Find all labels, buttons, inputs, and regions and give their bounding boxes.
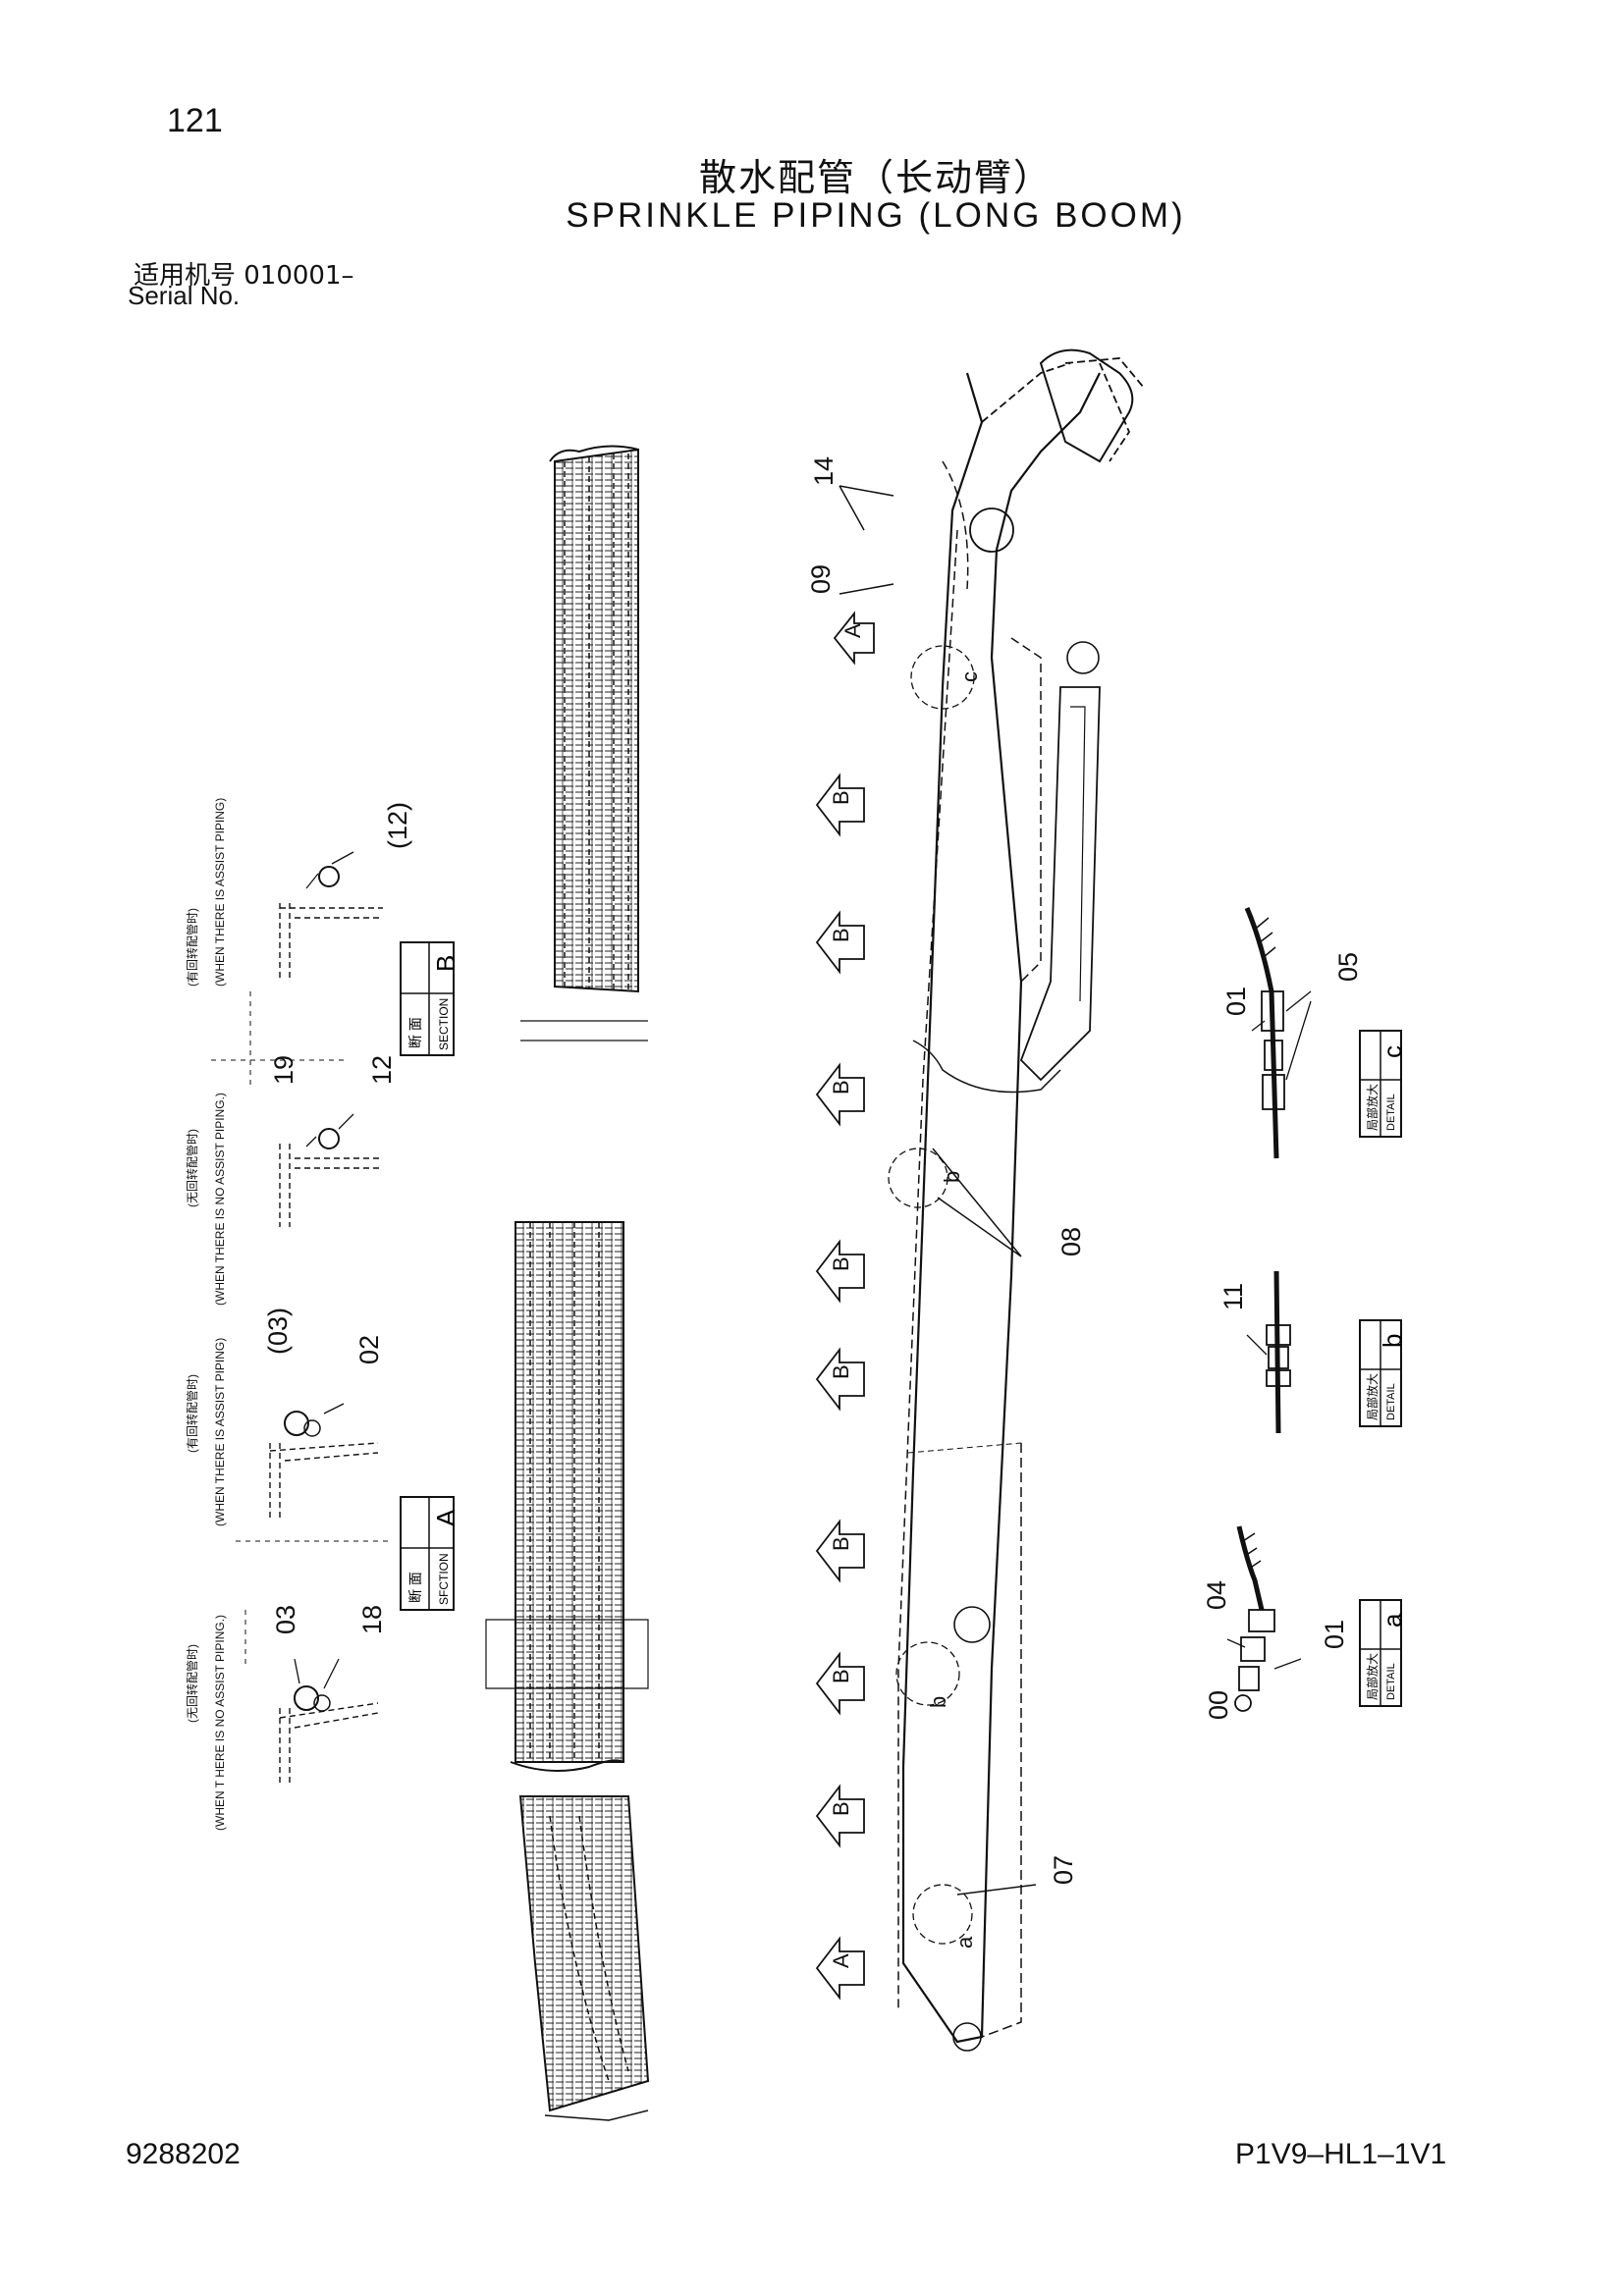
- section-b-cn: 断 面: [407, 1017, 423, 1048]
- callout-18: 18: [357, 1605, 387, 1634]
- view-arrow-b-2: [815, 910, 865, 975]
- detail-b-drawing: [1246, 1270, 1291, 1434]
- detail-a-cn: 局部放大: [1365, 1653, 1380, 1700]
- section-a-label: A 断 面 SFCTION: [400, 1496, 460, 1611]
- detail-mark-b-lower: b: [926, 1696, 950, 1708]
- detail-a-drawing: [1226, 1525, 1302, 1712]
- section-b-letter: B: [431, 955, 460, 972]
- callout-07: 07: [1049, 1855, 1078, 1885]
- detail-c-label: c 局部放大 DETAIL: [1359, 1030, 1407, 1138]
- callout-01-detail-a: 01: [1320, 1620, 1349, 1649]
- callout-04: 04: [1202, 1580, 1231, 1610]
- detail-c-cn: 局部放大: [1365, 1084, 1380, 1131]
- boom-top-view: [485, 445, 650, 2121]
- note-with-assist-en-a: (WHEN THERE IS ASSIST PIPING): [213, 1338, 227, 1526]
- callout-08: 08: [1056, 1227, 1086, 1256]
- section-b-sketches: [211, 851, 383, 1227]
- callout-03-paren: (03): [263, 1308, 293, 1355]
- detail-b-cn: 局部放大: [1365, 1373, 1380, 1420]
- section-a-en: SFCTION: [437, 1553, 451, 1605]
- callout-12: 12: [367, 1055, 397, 1085]
- view-mark-b-3: B: [829, 1080, 853, 1095]
- view-arrow-a-top: [833, 611, 875, 666]
- view-mark-b-2: B: [829, 928, 853, 942]
- serial-number-label-chinese: 适用机号 010001–: [134, 261, 354, 291]
- note-no-assist-en-b: (WHEN THERE IS NO ASSIST PIPING.): [213, 1093, 227, 1306]
- document-number: 9288202: [126, 2138, 241, 2170]
- section-b-label: B 断 面 SECTION: [400, 941, 460, 1056]
- title-chinese: 散水配管（长动臂）: [698, 156, 1053, 199]
- serial-number-label-english: Serial No.: [128, 281, 241, 310]
- view-arrow-b-1: [815, 773, 865, 837]
- view-mark-b-4: B: [829, 1256, 853, 1271]
- detail-c-drawing: [1244, 907, 1312, 1159]
- section-a-cn: 断 面: [407, 1572, 423, 1603]
- view-arrow-b-4: [815, 1239, 865, 1304]
- callout-02: 02: [354, 1335, 384, 1364]
- page-number: 121: [167, 102, 223, 139]
- section-a-letter: A: [431, 1509, 460, 1526]
- view-mark-b-7: B: [829, 1669, 853, 1683]
- view-arrow-b-3: [815, 1062, 865, 1127]
- callout-19: 19: [269, 1055, 298, 1085]
- detail-b-label: b 局部放大 DETAIL: [1359, 1319, 1407, 1427]
- note-with-assist-cn-a: (有回转配管时): [185, 1374, 199, 1453]
- drawing-code: P1V9–HL1–1V1: [1235, 2138, 1447, 2170]
- detail-c-en: DETAIL: [1385, 1094, 1397, 1131]
- detail-c-letter: c: [1378, 1045, 1407, 1058]
- callout-00: 00: [1204, 1690, 1233, 1720]
- detail-a-letter: a: [1378, 1613, 1407, 1628]
- view-mark-b-6: B: [829, 1536, 853, 1551]
- note-with-assist-en-b: (WHEN THERE IS ASSIST PIPING): [213, 798, 227, 987]
- detail-a-en: DETAIL: [1385, 1663, 1397, 1700]
- view-arrow-b-7: [815, 1651, 865, 1716]
- detail-a-label: a 局部放大 DETAIL: [1359, 1599, 1407, 1707]
- view-arrows: [815, 611, 875, 2001]
- leader-07: [956, 1884, 1037, 1896]
- callout-01-detail-c: 01: [1221, 987, 1251, 1016]
- view-mark-b-1: B: [829, 790, 853, 805]
- callout-14: 14: [809, 456, 839, 486]
- callout-12-paren: (12): [383, 802, 412, 849]
- note-no-assist-en-a: (WHEN T HERE IS NO ASSIST PIPING.): [213, 1615, 227, 1831]
- detail-mark-c: c: [957, 671, 982, 682]
- view-arrow-b-8: [815, 1784, 865, 1848]
- leader-09: [839, 583, 894, 595]
- leader-14: [839, 485, 894, 531]
- view-mark-b-8: B: [829, 1801, 853, 1816]
- title-english: SPRINKLE PIPING (LONG BOOM): [566, 196, 1186, 235]
- view-arrow-a-bottom: [815, 1936, 865, 2001]
- boom-side-view: [888, 348, 1145, 2052]
- callout-09: 09: [806, 564, 836, 594]
- note-with-assist-cn-b: (有回转配管时): [185, 908, 199, 987]
- callout-11: 11: [1218, 1283, 1248, 1310]
- note-no-assist-cn-b: (无回转配管时): [185, 1129, 199, 1207]
- section-b-en: SECTION: [437, 998, 451, 1050]
- view-mark-a-bottom: A: [829, 1953, 853, 1968]
- view-mark-a-top: A: [840, 623, 865, 638]
- leader-08: [932, 1148, 1022, 1257]
- section-a-sketches: [236, 1403, 393, 1787]
- callout-03: 03: [271, 1605, 300, 1634]
- detail-b-letter: b: [1378, 1334, 1407, 1348]
- view-mark-b-5: B: [829, 1364, 853, 1379]
- detail-b-en: DETAIL: [1385, 1383, 1397, 1420]
- detail-mark-a: a: [952, 1936, 977, 1949]
- view-arrow-b-5: [815, 1347, 865, 1412]
- view-arrow-b-6: [815, 1519, 865, 1583]
- note-no-assist-cn-a: (无回转配管时): [185, 1644, 199, 1723]
- callout-05: 05: [1333, 952, 1363, 982]
